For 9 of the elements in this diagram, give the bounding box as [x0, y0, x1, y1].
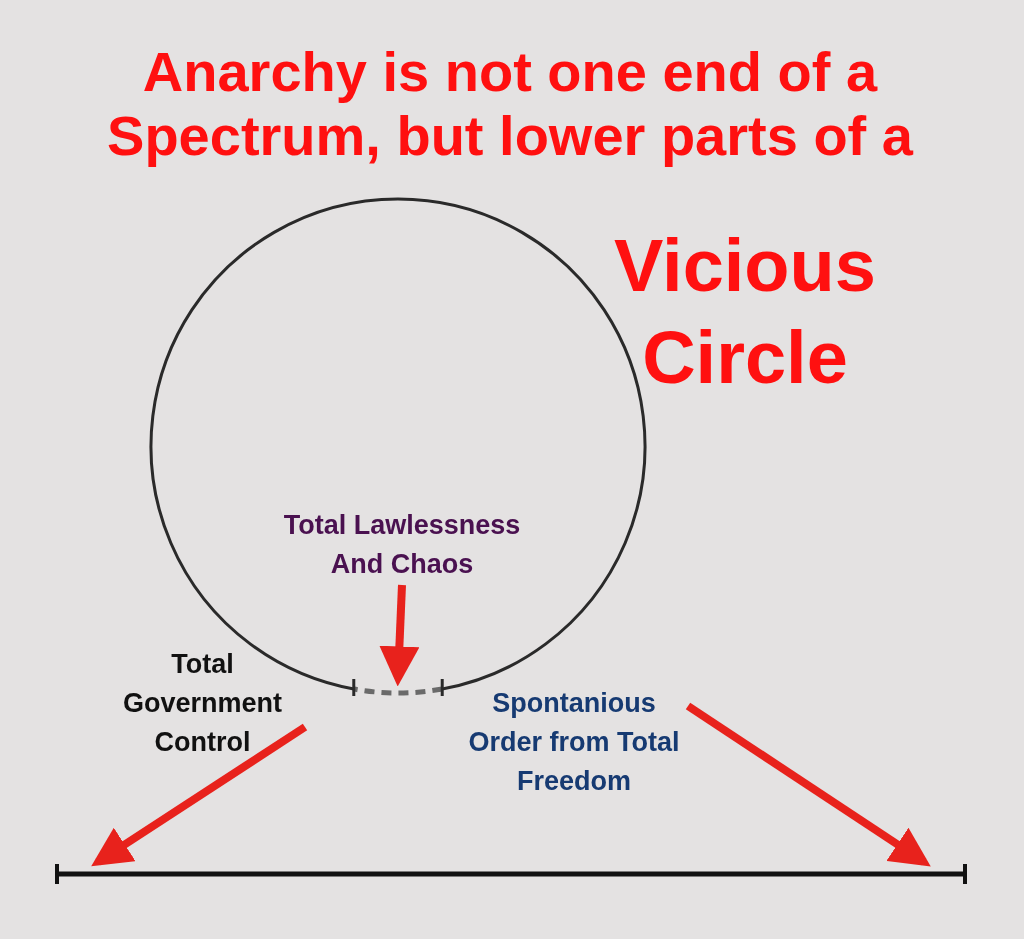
spectrum-line: [52, 862, 970, 886]
node-label: Total Government Control: [100, 643, 305, 763]
heading-text: Vicious Circle: [613, 223, 877, 401]
node-label: Spontanious Order from Total Freedom: [460, 682, 688, 802]
arrow: [685, 702, 931, 867]
node-label: Total Lawlessness And Chaos: [262, 505, 542, 585]
arrow: [91, 723, 308, 867]
arrow: [379, 584, 420, 687]
title: Anarchy is not one end of a Spectrum, but lower parts of a: [106, 40, 915, 168]
